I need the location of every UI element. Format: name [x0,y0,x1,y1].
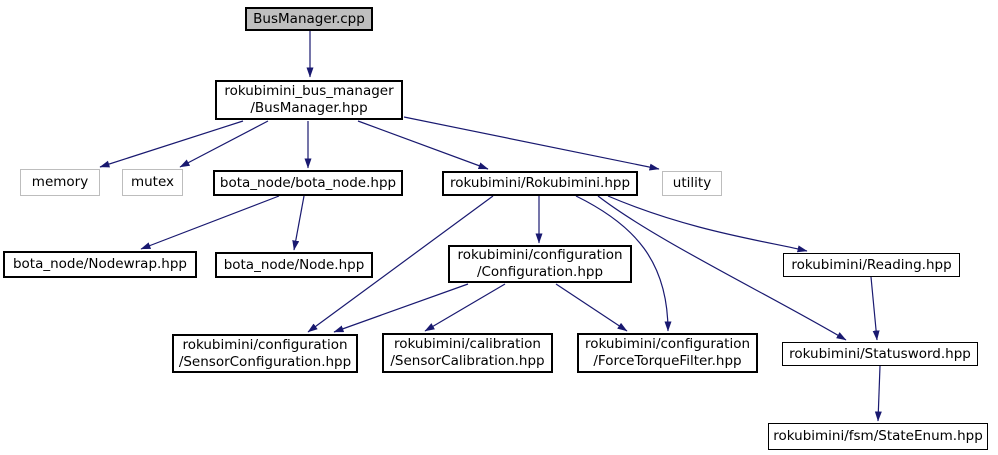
graph-node-sensorcalibration-hpp[interactable]: rokubimini/calibration /SensorCalibratio… [382,333,553,373]
edge-bota-node-hpp-to-nodewrap-hpp [140,195,280,250]
graph-node-memory: memory [20,169,100,196]
edge-configuration-hpp-to-sensorcalibration-hpp [424,283,506,332]
graph-node-rokubimini-hpp[interactable]: rokubimini/Rokubimini.hpp [442,171,638,196]
edge-bota-node-hpp-to-node-hpp [292,195,305,251]
edge-busmanager-hpp-to-utility [403,116,660,171]
edge-configuration-hpp-to-sensorconfiguration-hpp [333,283,469,333]
edge-rokubimini-hpp-to-reading-hpp [607,195,808,253]
edge-busmanager-hpp-to-mutex [179,120,269,168]
edge-rokubimini-hpp-to-sensorconfiguration-hpp [307,195,494,333]
graph-node-mutex: mutex [122,169,183,196]
edge-reading-hpp-to-statusword-hpp [870,276,880,341]
graph-node-stateenum-hpp[interactable]: rokubimini/fsm/StateEnum.hpp [768,423,988,450]
graph-node-bota-node-hpp[interactable]: bota_node/bota_node.hpp [213,170,403,196]
graph-node-busmanager-hpp[interactable]: rokubimini_bus_manager /BusManager.hpp [215,80,403,120]
graph-node-forcetorquefilter-hpp[interactable]: rokubimini/configuration /ForceTorqueFil… [577,333,758,373]
graph-node-nodewrap-hpp[interactable]: bota_node/Nodewrap.hpp [3,251,197,278]
edge-configuration-hpp-to-forcetorquefilter-hpp [555,283,628,332]
graph-node-reading-hpp[interactable]: rokubimini/Reading.hpp [783,253,960,277]
edge-rokubimini-hpp-to-forcetorquefilter-hpp [575,195,672,332]
edge-rokubimini-hpp-to-statusword-hpp [597,195,847,341]
graph-node-statusword-hpp[interactable]: rokubimini/Statusword.hpp [782,342,978,366]
graph-node-utility: utility [662,171,722,196]
edge-busmanager-hpp-to-rokubimini-hpp [357,120,489,170]
graph-node-configuration-hpp[interactable]: rokubimini/configuration /Configuration.… [448,245,632,283]
edge-statusword-hpp-to-stateenum-hpp [874,365,882,422]
graph-node-node-hpp[interactable]: bota_node/Node.hpp [215,252,373,278]
edge-busmanager-hpp-to-memory [99,120,244,168]
graph-node-sensorconfiguration-hpp[interactable]: rokubimini/configuration /SensorConfigur… [172,334,358,373]
graph-node-busmanager-cpp[interactable]: BusManager.cpp [245,7,373,31]
